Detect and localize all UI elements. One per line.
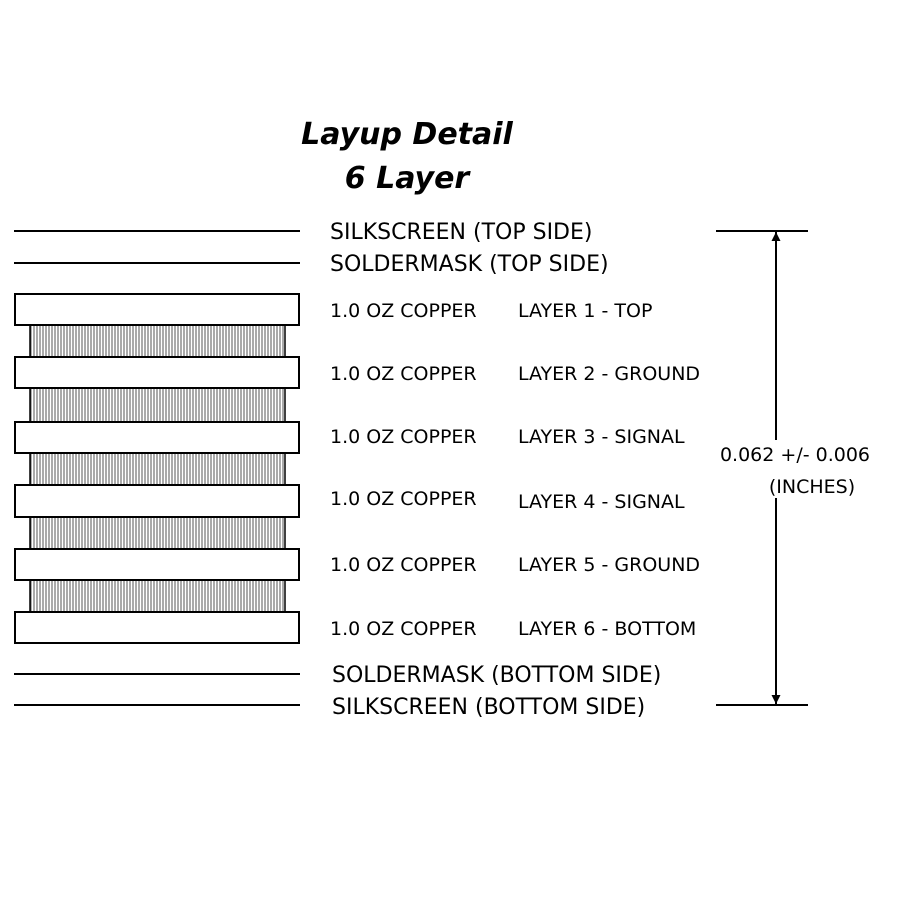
soldermask-top-label: SOLDERMASK (TOP SIDE)	[330, 252, 609, 277]
copper-weight-5: 1.0 OZ COPPER	[330, 554, 477, 576]
silkscreen-bottom-label: SILKSCREEN (BOTTOM SIDE)	[332, 695, 645, 720]
diagram-title: Layup Detail	[301, 117, 513, 152]
layer-name-1: LAYER 1 - TOP	[518, 300, 652, 322]
copper-weight-2: 1.0 OZ COPPER	[330, 363, 477, 385]
copper-layer-3	[14, 421, 300, 454]
layer-name-6: LAYER 6 - BOTTOM	[518, 618, 696, 640]
thickness-unit: (INCHES)	[769, 476, 855, 498]
layer-name-3: LAYER 3 - SIGNAL	[518, 426, 685, 448]
copper-weight-3: 1.0 OZ COPPER	[330, 426, 477, 448]
dielectric-2	[29, 387, 286, 423]
copper-layer-2	[14, 356, 300, 389]
copper-weight-6: 1.0 OZ COPPER	[330, 618, 477, 640]
dielectric-3	[29, 452, 286, 486]
copper-layer-5	[14, 548, 300, 581]
copper-weight-4: 1.0 OZ COPPER	[330, 488, 477, 510]
layer-name-5: LAYER 5 - GROUND	[518, 554, 700, 576]
soldermask-bottom-label: SOLDERMASK (BOTTOM SIDE)	[332, 663, 661, 688]
copper-weight-1: 1.0 OZ COPPER	[330, 300, 477, 322]
dielectric-5	[29, 579, 286, 613]
layer-name-4: LAYER 4 - SIGNAL	[518, 491, 685, 513]
copper-layer-4	[14, 484, 300, 518]
diagram-subtitle: 6 Layer	[345, 161, 472, 196]
copper-layer-1	[14, 293, 300, 326]
layer-name-2: LAYER 2 - GROUND	[518, 363, 700, 385]
copper-layer-6	[14, 611, 300, 644]
silkscreen-top-label: SILKSCREEN (TOP SIDE)	[330, 220, 592, 245]
thickness-value: 0.062 +/- 0.006	[720, 444, 870, 466]
dielectric-1	[29, 324, 286, 358]
dielectric-4	[29, 516, 286, 550]
